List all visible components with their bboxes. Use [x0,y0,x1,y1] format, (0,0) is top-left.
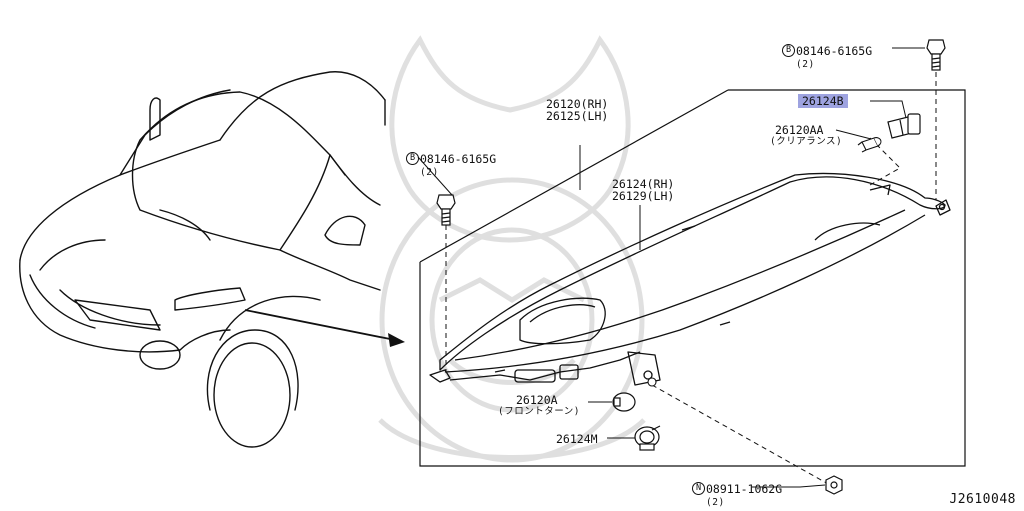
bolt-left-part: 08146-6165G [420,151,497,166]
diagram-id: J2610048 [949,492,1016,507]
bolt-top-circle: B [782,44,795,57]
nut-bottom-part: 08911-1062G [706,481,783,496]
socket-bottom-icon [634,425,661,451]
lamp-assy-rh: 26120(RH) [546,97,609,111]
bolt-left-qty: (2) [420,167,439,178]
watermark-emblem [378,35,646,463]
socket-top-icon [887,113,921,139]
lens-rh: 26124(RH) [612,177,675,191]
nut-bottom-circle: N [692,482,705,495]
detail-frame [419,89,966,467]
headlamp-assembly [429,172,951,386]
clearance-bulb-label: 26120AA (クリアランス) [770,124,842,148]
socket-top-label: 26124B [798,94,848,108]
lamp-assy-lh: 26125(LH) [546,109,609,123]
clearance-bulb-note: (クリアランス) [770,136,843,147]
bolt-top-icon [926,39,946,71]
bolt-left-circle: B [406,152,419,165]
lamp-assy-label: 26120(RH) 26125(LH) [546,98,608,122]
socket-bottom-label: 26124M [556,433,598,445]
bolt-left-icon [436,194,456,226]
dashed-lines [445,72,937,486]
pointer-arrow [244,309,405,347]
front-turn-bulb-part: 26120A [516,393,558,407]
front-turn-bulb-icon [612,392,636,412]
nut-bottom-icon [825,475,843,495]
bolt-top-part: 08146-6165G [796,43,873,58]
bolt-top-qty: (2) [796,59,815,70]
front-turn-bulb-note: (フロントターン) [498,406,580,417]
clearance-bulb-icon [857,137,882,153]
car-outline [19,71,386,448]
nut-on-lamp-icon [647,377,657,387]
lens-lh: 26129(LH) [612,189,675,203]
socket-top-part: 26124B [798,94,848,108]
lens-label: 26124(RH) 26129(LH) [612,178,674,202]
clearance-bulb-part: 26120AA [775,123,824,137]
leader-lines [417,47,925,488]
front-turn-bulb-label: 26120A (フロントターン) [498,394,580,418]
socket-bottom-part: 26124M [556,432,598,446]
nut-bottom-qty: (2) [706,497,725,508]
